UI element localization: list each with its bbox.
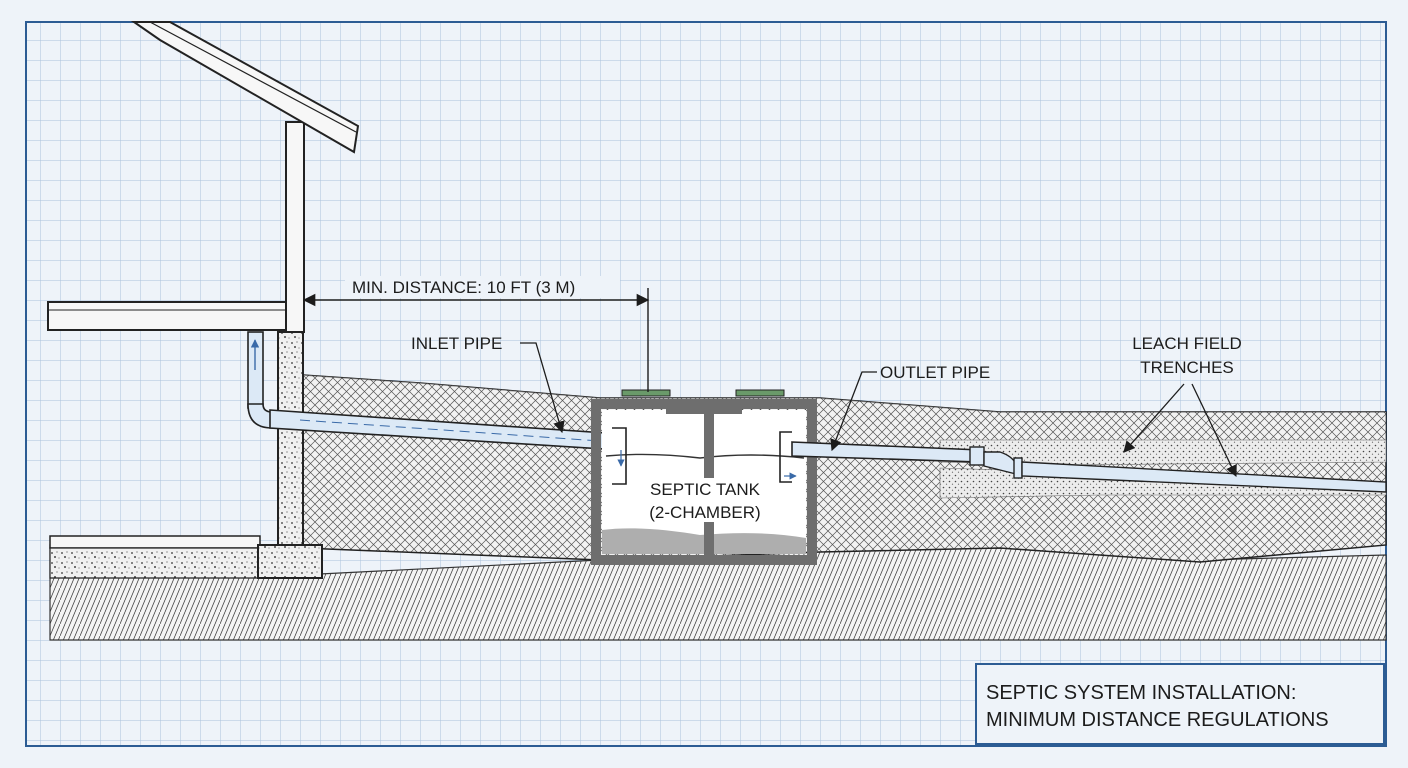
tank-lid-right: [735, 389, 785, 397]
title-block: [975, 663, 1385, 745]
min-distance-label: MIN. DISTANCE: 10 FT (3 M): [352, 278, 575, 297]
outlet-tee: [779, 431, 792, 483]
roof-fascia-line: [149, 21, 357, 133]
leach-field-leader-lower: [1191, 383, 1237, 478]
outlet-pipe-label: OUTLET PIPE: [880, 363, 990, 382]
title-line2: MINIMUM DISTANCE REGULATIONS: [986, 709, 1329, 731]
drawing-border: [25, 21, 1387, 747]
foundation-footing: [257, 544, 323, 579]
min-distance-label-bg: [345, 276, 620, 298]
outlet-coupling: [969, 446, 985, 466]
septic-tank: [591, 389, 817, 565]
floor-deck: [47, 301, 301, 331]
outlet-pipe-leader: [830, 371, 877, 452]
house-wall: [285, 121, 305, 333]
surface-soil-band: [303, 375, 1386, 440]
ground-surface-left: [49, 535, 261, 549]
foundation-wall: [277, 331, 304, 548]
leach-field-leader-upper: [1123, 383, 1185, 453]
leach-field-label-line2: TRENCHES: [1140, 358, 1234, 377]
inlet-pipe-leader: [520, 342, 565, 434]
tank-label-line2: (2-CHAMBER): [649, 503, 760, 522]
inlet-pipe-label: INLET PIPE: [411, 334, 502, 353]
distribution-coupling: [1013, 457, 1023, 479]
tank-label-line1: SEPTIC TANK: [650, 480, 761, 499]
title-line1: SEPTIC SYSTEM INSTALLATION:: [986, 682, 1296, 704]
ground-gravel-left: [49, 547, 261, 579]
tank-lid-left: [621, 389, 671, 397]
inlet-tee: [612, 427, 627, 485]
leach-distribution-pipe: [1021, 461, 1387, 493]
tank-liquid-level: [605, 453, 805, 459]
tank-label-bg: [634, 478, 776, 522]
leach-field-label-line1: LEACH FIELD: [1132, 334, 1242, 353]
house-roof: [130, 21, 360, 154]
inlet-flow-line: [299, 419, 601, 442]
